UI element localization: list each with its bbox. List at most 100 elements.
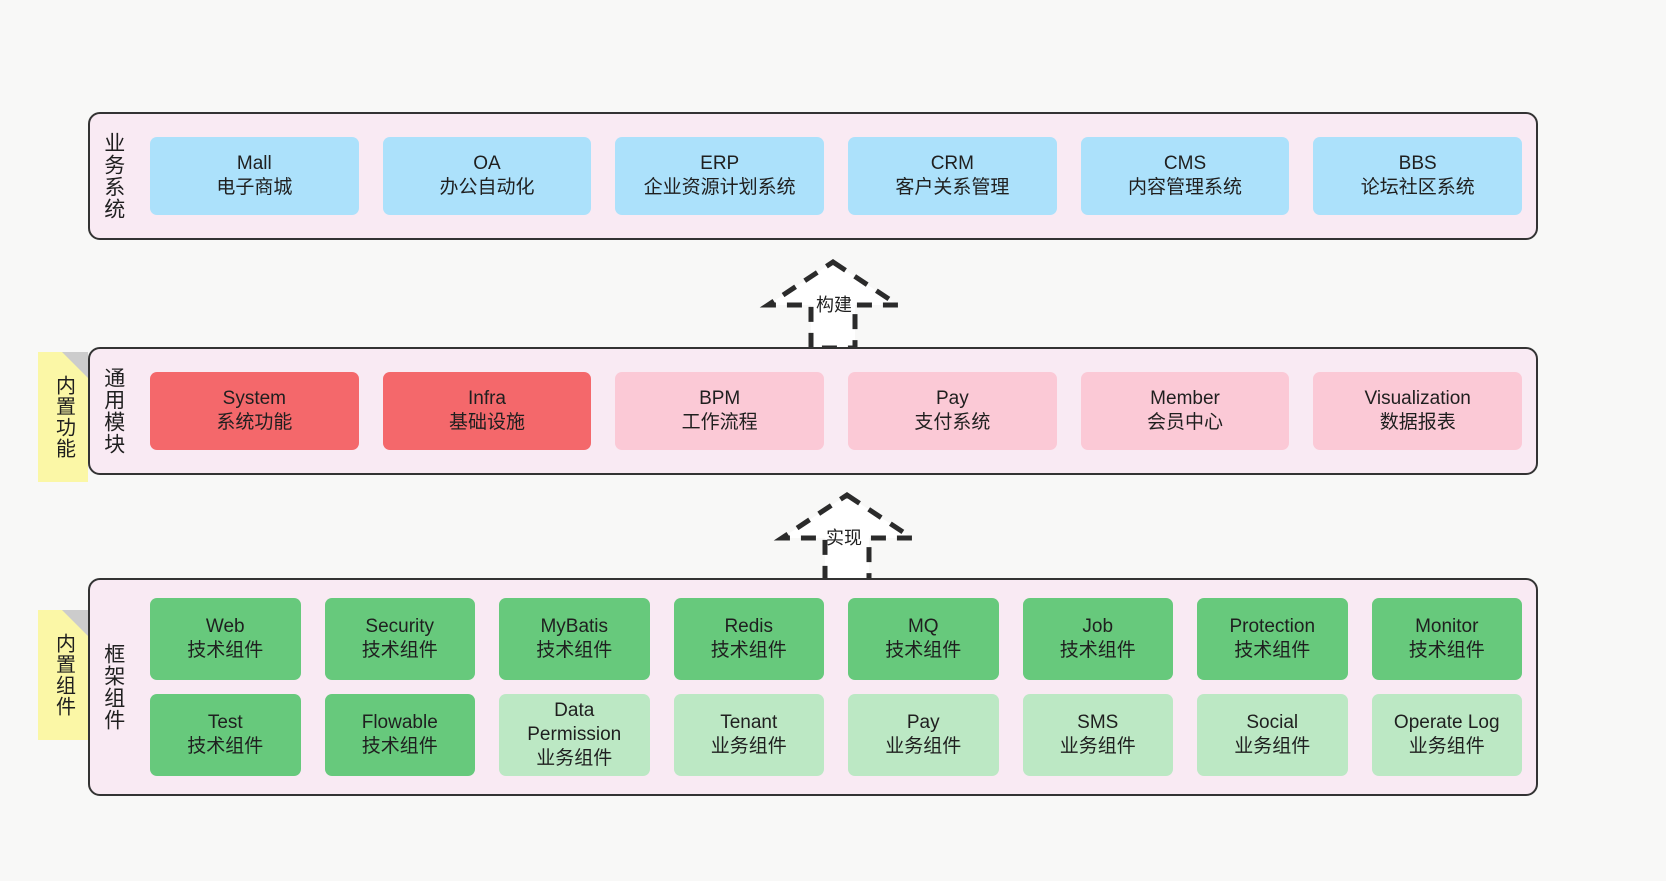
framework-card-data-permission[interactable]: Data Permission 业务组件: [499, 694, 650, 776]
business-card-bbs[interactable]: BBS 论坛社区系统: [1313, 137, 1523, 215]
layer-common-title: 通用模块: [101, 367, 125, 455]
layer-business-systems: 业务系统 Mall 电子商城 OA 办公自动化 ERP 企业资源计划系统 CRM…: [88, 112, 1538, 240]
common-card-pay[interactable]: Pay 支付系统: [848, 372, 1057, 450]
framework-card-flowable[interactable]: Flowable 技术组件: [324, 694, 475, 776]
card-subtitle: 电子商城: [216, 177, 293, 198]
arrow-label-implement: 实现: [826, 528, 862, 548]
framework-card-web[interactable]: Web 技术组件: [150, 598, 301, 680]
card-title: Monitor: [1415, 616, 1479, 638]
card-subtitle: 客户关系管理: [895, 177, 1010, 198]
card-subtitle: 技术组件: [187, 640, 264, 661]
card-subtitle: 技术组件: [710, 640, 787, 661]
card-subtitle: 技术组件: [361, 640, 438, 661]
card-subtitle: 业务组件: [536, 747, 613, 769]
layer-business-body: Mall 电子商城 OA 办公自动化 ERP 企业资源计划系统 CRM 客户关系…: [136, 114, 1536, 238]
card-subtitle: 论坛社区系统: [1360, 177, 1475, 198]
card-title: Web: [205, 616, 245, 638]
card-subtitle: 工作流程: [681, 412, 758, 433]
layer-framework-body: Web 技术组件 Security 技术组件 MyBatis 技术组件 Redi…: [136, 580, 1536, 794]
card-title: CRM: [930, 153, 974, 175]
card-title: ERP: [700, 153, 740, 175]
business-card-oa[interactable]: OA 办公自动化: [382, 137, 592, 215]
framework-card-sms[interactable]: SMS 业务组件: [1022, 694, 1173, 776]
layer-framework-components: 框架组件 Web 技术组件 Security 技术组件 MyBatis 技术组件…: [88, 578, 1538, 796]
card-subtitle: 基础设施: [449, 412, 526, 433]
framework-card-operate-log[interactable]: Operate Log 业务组件: [1371, 694, 1522, 776]
layer-common-body: System 系统功能 Infra 基础设施 BPM 工作流程 Pay 支付系统…: [136, 349, 1536, 473]
card-subtitle: 企业资源计划系统: [643, 177, 796, 198]
framework-card-pay[interactable]: Pay 业务组件: [848, 694, 999, 776]
card-subtitle: 系统功能: [216, 412, 293, 433]
card-title: Redis: [724, 616, 774, 638]
card-subtitle: 业务组件: [710, 736, 787, 757]
card-title: Pay: [935, 388, 969, 410]
card-title: MQ: [907, 616, 939, 638]
card-subtitle: 业务组件: [1059, 736, 1136, 757]
card-subtitle: 业务组件: [1234, 736, 1311, 757]
business-row: Mall 电子商城 OA 办公自动化 ERP 企业资源计划系统 CRM 客户关系…: [150, 137, 1523, 215]
card-subtitle: 内容管理系统: [1128, 177, 1243, 198]
uml-arrow-implement-icon: 实现: [772, 491, 922, 584]
framework-card-mq[interactable]: MQ 技术组件: [848, 598, 999, 680]
sticky-note-label: 内置功能: [52, 375, 75, 459]
framework-card-monitor[interactable]: Monitor 技术组件: [1371, 598, 1522, 680]
framework-card-social[interactable]: Social 业务组件: [1197, 694, 1348, 776]
card-subtitle: 支付系统: [914, 412, 991, 433]
framework-card-security[interactable]: Security 技术组件: [324, 598, 475, 680]
framework-card-mybatis[interactable]: MyBatis 技术组件: [499, 598, 650, 680]
card-title: BBS: [1398, 153, 1437, 175]
common-card-visualization[interactable]: Visualization 数据报表: [1313, 372, 1523, 450]
card-title: Pay: [906, 712, 940, 734]
card-title: Member: [1150, 388, 1220, 410]
business-card-erp[interactable]: ERP 企业资源计划系统: [615, 137, 825, 215]
card-title: Data Permission: [527, 700, 622, 746]
card-title: MyBatis: [540, 616, 609, 638]
common-card-member[interactable]: Member 会员中心: [1080, 372, 1290, 450]
common-card-system[interactable]: System 系统功能: [150, 372, 359, 450]
card-title: Job: [1082, 616, 1114, 638]
framework-row-business: Test 技术组件 Flowable 技术组件 Data Permission …: [150, 694, 1522, 776]
card-title: CMS: [1163, 153, 1207, 175]
card-subtitle: 技术组件: [1408, 640, 1485, 661]
card-title: Security: [365, 616, 435, 638]
business-card-crm[interactable]: CRM 客户关系管理: [848, 137, 1057, 215]
framework-card-job[interactable]: Job 技术组件: [1022, 598, 1173, 680]
card-subtitle: 技术组件: [885, 640, 962, 661]
card-title: OA: [473, 153, 501, 175]
card-title: Operate Log: [1393, 712, 1500, 734]
card-title: Infra: [467, 388, 507, 410]
common-card-infra[interactable]: Infra 基础设施: [382, 372, 592, 450]
card-title: Mall: [236, 153, 272, 175]
card-title: Tenant: [720, 712, 778, 734]
arrow-label-build: 构建: [816, 295, 852, 315]
card-subtitle: 数据报表: [1379, 412, 1456, 433]
framework-card-test[interactable]: Test 技术组件: [150, 694, 301, 776]
card-subtitle: 技术组件: [536, 640, 613, 661]
card-title: Visualization: [1364, 388, 1471, 410]
common-card-bpm[interactable]: BPM 工作流程: [615, 372, 825, 450]
card-title: Social: [1246, 712, 1299, 734]
sticky-note-builtin-components: 内置组件: [38, 610, 88, 740]
card-title: Flowable: [361, 712, 438, 734]
framework-card-protection[interactable]: Protection 技术组件: [1197, 598, 1348, 680]
sticky-note-builtin-features: 内置功能: [38, 352, 88, 482]
uml-arrow-build-icon: 构建: [758, 258, 908, 351]
sticky-note-label: 内置组件: [52, 633, 75, 717]
business-card-cms[interactable]: CMS 内容管理系统: [1080, 137, 1290, 215]
business-card-mall[interactable]: Mall 电子商城: [150, 137, 359, 215]
card-title: System: [222, 388, 287, 410]
framework-card-redis[interactable]: Redis 技术组件: [673, 598, 824, 680]
layer-common-modules: 通用模块 System 系统功能 Infra 基础设施 BPM 工作流程 Pay…: [88, 347, 1538, 475]
card-subtitle: 会员中心: [1147, 412, 1224, 433]
card-title: SMS: [1077, 712, 1119, 734]
card-subtitle: 技术组件: [1059, 640, 1136, 661]
card-subtitle: 业务组件: [1408, 736, 1485, 757]
layer-framework-title: 框架组件: [101, 643, 125, 731]
card-title: Protection: [1229, 616, 1316, 638]
card-subtitle: 技术组件: [1234, 640, 1311, 661]
layer-business-title: 业务系统: [101, 132, 125, 220]
framework-row-tech: Web 技术组件 Security 技术组件 MyBatis 技术组件 Redi…: [150, 598, 1522, 680]
framework-card-tenant[interactable]: Tenant 业务组件: [673, 694, 824, 776]
card-subtitle: 办公自动化: [439, 177, 535, 198]
card-title: BPM: [699, 388, 741, 410]
